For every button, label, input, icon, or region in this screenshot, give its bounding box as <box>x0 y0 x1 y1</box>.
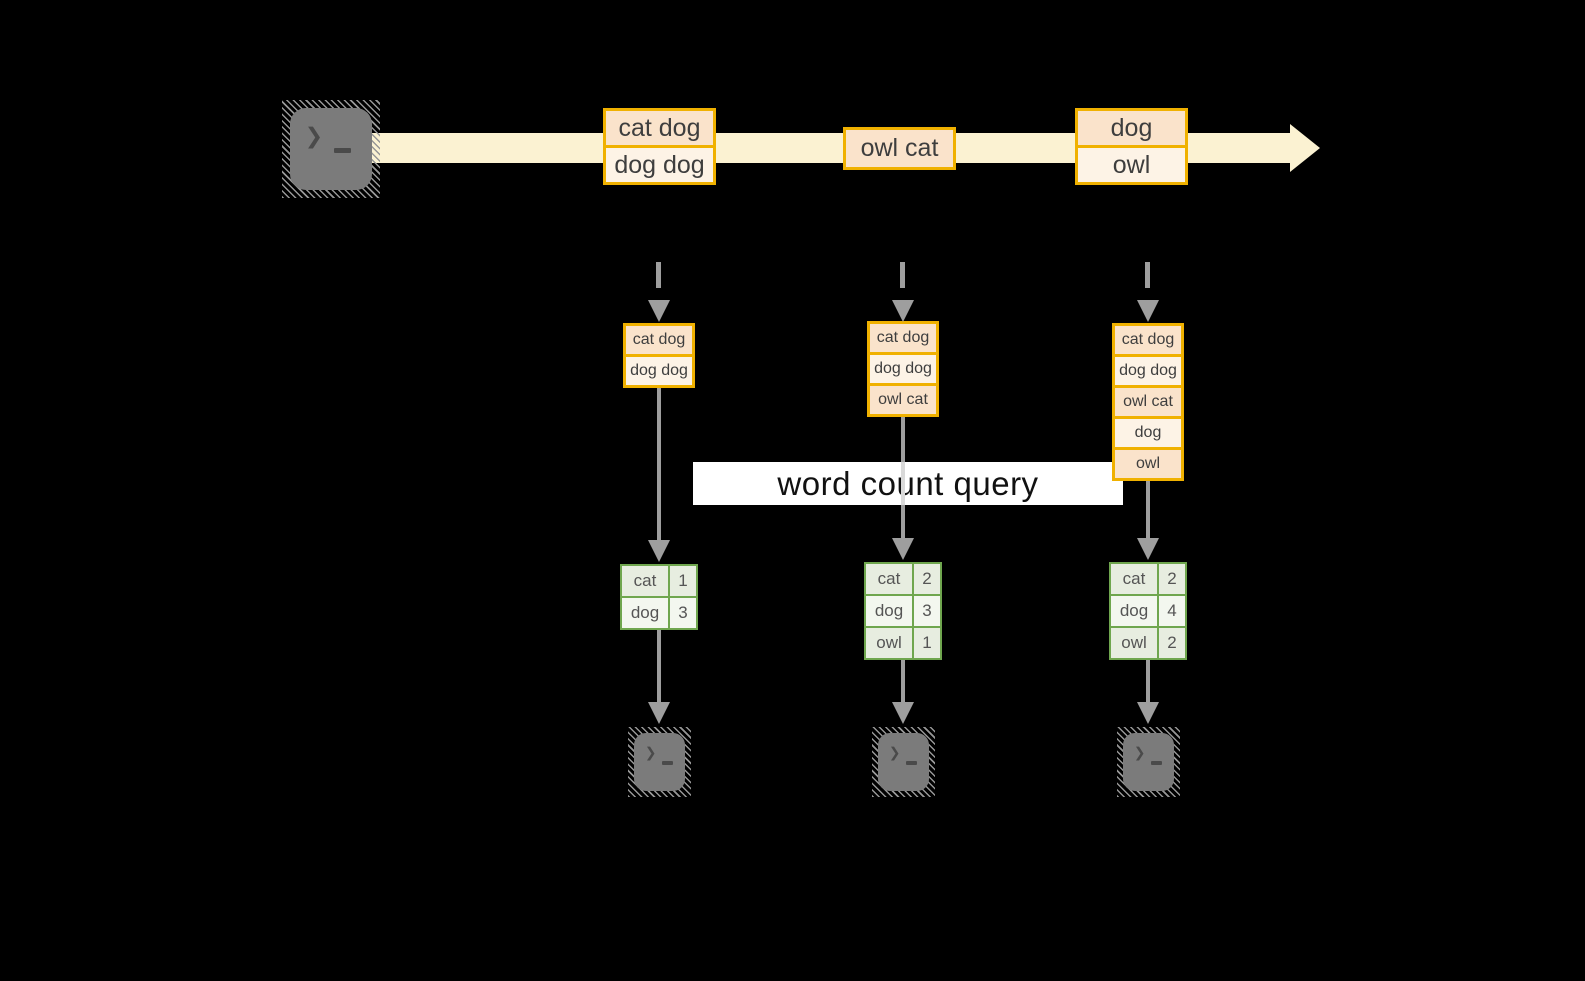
terminal-prompt-icon: ❯ <box>1134 742 1146 764</box>
stack-record: dog dog <box>1112 354 1184 388</box>
count-table-3: cat 2 dog 4 owl 2 <box>1109 562 1187 660</box>
stack-record: owl cat <box>1112 385 1184 419</box>
stream-batch-1: cat dog dog dog <box>603 108 716 185</box>
stream-record: owl cat <box>843 127 956 170</box>
flow-arrow-head-icon <box>648 702 670 724</box>
source-terminal-icon: ❯ <box>282 100 380 198</box>
flow-arrow-line <box>901 660 905 702</box>
count-value: 3 <box>670 598 696 628</box>
dashed-arrow-head-icon <box>648 300 670 322</box>
terminal-cursor-icon <box>1151 761 1162 765</box>
stream-record: dog <box>1075 108 1188 148</box>
accumulated-stack-3: cat dog dog dog owl cat dog owl <box>1112 323 1184 481</box>
count-word: dog <box>866 596 912 626</box>
result-terminal-icon-3: ❯ <box>1117 727 1180 797</box>
terminal-cursor-icon <box>662 761 673 765</box>
stream-record: owl <box>1075 145 1188 185</box>
count-value: 4 <box>1159 596 1185 626</box>
accumulated-stack-1: cat dog dog dog <box>623 323 695 388</box>
flow-arrow-head-icon <box>1137 702 1159 724</box>
terminal-screen: ❯ <box>1123 733 1174 791</box>
stack-record: cat dog <box>623 323 695 357</box>
dashed-arrow-line <box>656 262 661 300</box>
count-table-1: cat 1 dog 3 <box>620 564 698 630</box>
flow-arrow-head-icon <box>648 540 670 562</box>
stream-record: dog dog <box>603 145 716 185</box>
flow-arrow-line <box>901 462 905 505</box>
flow-arrow-line <box>1146 481 1150 538</box>
count-value: 2 <box>1159 628 1185 658</box>
stack-record: dog dog <box>867 352 939 386</box>
count-word: owl <box>866 628 912 658</box>
terminal-screen: ❯ <box>878 733 929 791</box>
dashed-arrow-line <box>900 262 905 300</box>
query-label: word count query <box>693 462 1123 505</box>
flow-arrow-line <box>1146 660 1150 702</box>
flow-arrow-head-icon <box>892 702 914 724</box>
terminal-prompt-icon: ❯ <box>305 119 324 154</box>
terminal-screen: ❯ <box>290 108 372 190</box>
terminal-cursor-icon <box>906 761 917 765</box>
terminal-prompt-icon: ❯ <box>645 742 657 764</box>
stream-batch-3: dog owl <box>1075 108 1188 185</box>
flow-arrow-line <box>657 388 661 540</box>
count-value: 3 <box>914 596 940 626</box>
flow-arrow-head-icon <box>1137 538 1159 560</box>
stack-record: dog <box>1112 416 1184 450</box>
stack-record: owl cat <box>867 383 939 417</box>
count-value: 2 <box>914 564 940 594</box>
stack-record: cat dog <box>867 321 939 355</box>
count-word: cat <box>866 564 912 594</box>
accumulated-stack-2: cat dog dog dog owl cat <box>867 321 939 417</box>
count-table-2: cat 2 dog 3 owl 1 <box>864 562 942 660</box>
dashed-arrow-head-icon <box>1137 300 1159 322</box>
stream-record: cat dog <box>603 108 716 148</box>
count-word: dog <box>622 598 668 628</box>
flow-arrow-head-icon <box>892 538 914 560</box>
dashed-arrow-head-icon <box>892 300 914 322</box>
terminal-screen: ❯ <box>634 733 685 791</box>
result-terminal-icon-2: ❯ <box>872 727 935 797</box>
flow-arrow-line <box>901 417 905 462</box>
result-terminal-icon-1: ❯ <box>628 727 691 797</box>
terminal-cursor-icon <box>334 148 351 153</box>
stack-record: cat dog <box>1112 323 1184 357</box>
stack-record: owl <box>1112 447 1184 481</box>
count-value: 1 <box>670 566 696 596</box>
count-word: cat <box>1111 564 1157 594</box>
count-word: owl <box>1111 628 1157 658</box>
flow-arrow-line <box>901 505 905 538</box>
stack-record: dog dog <box>623 354 695 388</box>
count-word: cat <box>622 566 668 596</box>
count-value: 1 <box>914 628 940 658</box>
stream-arrowhead-icon <box>1290 124 1320 172</box>
terminal-prompt-icon: ❯ <box>889 742 901 764</box>
count-word: dog <box>1111 596 1157 626</box>
flow-arrow-line <box>657 630 661 702</box>
count-value: 2 <box>1159 564 1185 594</box>
dashed-arrow-line <box>1145 262 1150 300</box>
stream-batch-2: owl cat <box>843 127 956 170</box>
